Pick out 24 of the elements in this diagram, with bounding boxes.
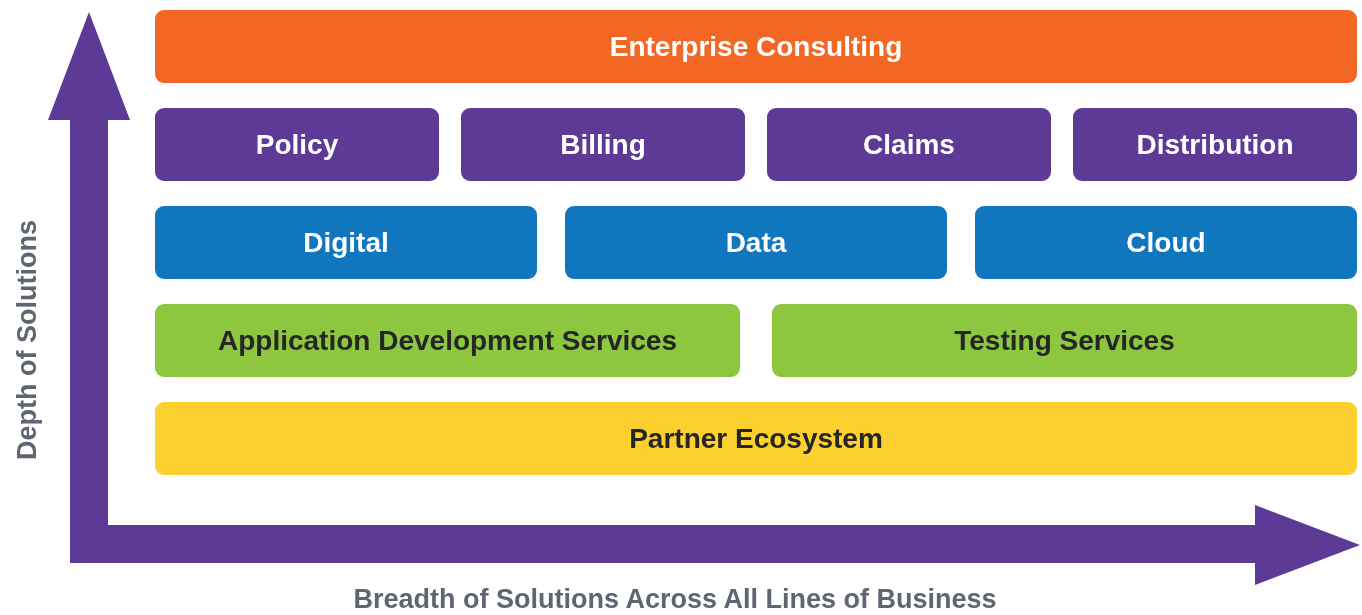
axis-title: Breadth of Solutions Across All Lines of Business bbox=[352, 584, 998, 615]
layer-box bbox=[1073, 108, 1357, 181]
layer-label: Claims bbox=[863, 128, 955, 161]
layer-box bbox=[155, 108, 439, 181]
layer-label: Digital bbox=[303, 226, 389, 259]
layer-box bbox=[155, 402, 1357, 475]
layer-box bbox=[461, 108, 745, 181]
layer-box bbox=[155, 304, 740, 377]
layer-box bbox=[155, 206, 537, 279]
layer-label: Policy bbox=[255, 128, 339, 161]
layer-box bbox=[565, 206, 947, 279]
layer-label: Partner Ecosystem bbox=[629, 422, 883, 455]
axis-title: Depth of Solutions bbox=[12, 219, 43, 462]
layer-label: Billing bbox=[560, 128, 646, 161]
layer-box bbox=[155, 10, 1357, 83]
layer-label: Enterprise Consulting bbox=[609, 30, 903, 63]
layer-label: Distribution bbox=[1136, 128, 1294, 161]
layer-label: Cloud bbox=[1126, 226, 1206, 259]
layer-box bbox=[975, 206, 1357, 279]
layer-label: Data bbox=[725, 226, 787, 259]
layer-box bbox=[767, 108, 1051, 181]
layer-label: Testing Services bbox=[954, 324, 1175, 357]
layer-box bbox=[772, 304, 1357, 377]
layer-label: Application Development Services bbox=[217, 324, 677, 357]
